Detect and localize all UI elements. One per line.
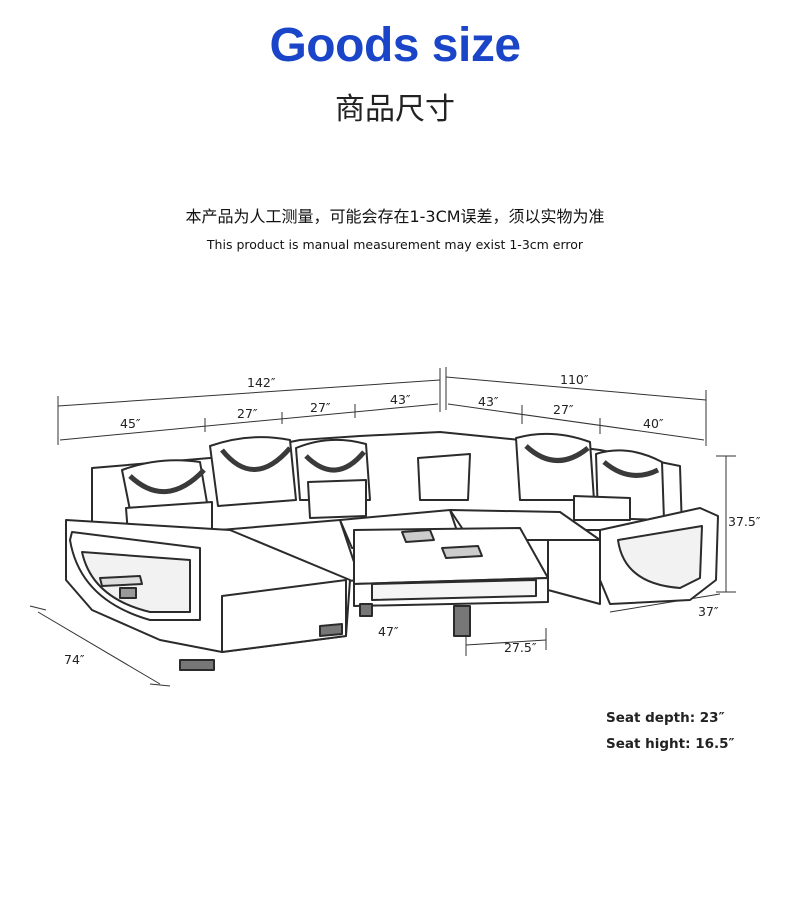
dim-right-depth: 37″: [698, 604, 719, 619]
dim-table-width: 27.5″: [504, 640, 537, 655]
dim-left-seg3: 27″: [310, 400, 331, 415]
dim-left-total: 142″: [247, 375, 276, 390]
page-subtitle-chinese: 商品尺寸: [335, 92, 455, 127]
dim-height: 37.5″: [728, 514, 761, 529]
dim-table-length: 47″: [378, 624, 399, 639]
dim-right-seg3: 40″: [643, 416, 664, 431]
dim-left-seg4: 43″: [390, 392, 411, 407]
sofa-dimension-diagram: 142″ 45″ 27″ 27″ 43″ 110″ 43″ 27″ 40″ 37…: [29, 367, 761, 752]
dimension-lines: [29, 367, 736, 687]
dim-right-total: 110″: [560, 372, 589, 387]
sofa-drawing: [65, 431, 719, 671]
dim-chaise-depth: 74″: [64, 652, 85, 667]
dimension-labels: 142″ 45″ 27″ 27″ 43″ 110″ 43″ 27″ 40″ 37…: [64, 372, 761, 752]
measurement-note-chinese: 本产品为人工测量，可能会存在1-3CM误差，须以实物为准: [185, 207, 605, 226]
seat-depth-label: Seat depth: 23″: [606, 710, 725, 726]
page-title: Goods size: [269, 19, 521, 72]
seat-height-label: Seat hight: 16.5″: [606, 736, 735, 752]
dim-left-seg1: 45″: [120, 416, 141, 431]
measurement-note-english: This product is manual measurement may e…: [206, 237, 584, 252]
dim-left-seg2: 27″: [237, 406, 258, 421]
dim-right-seg2: 27″: [553, 402, 574, 417]
dim-right-seg1: 43″: [478, 394, 499, 409]
